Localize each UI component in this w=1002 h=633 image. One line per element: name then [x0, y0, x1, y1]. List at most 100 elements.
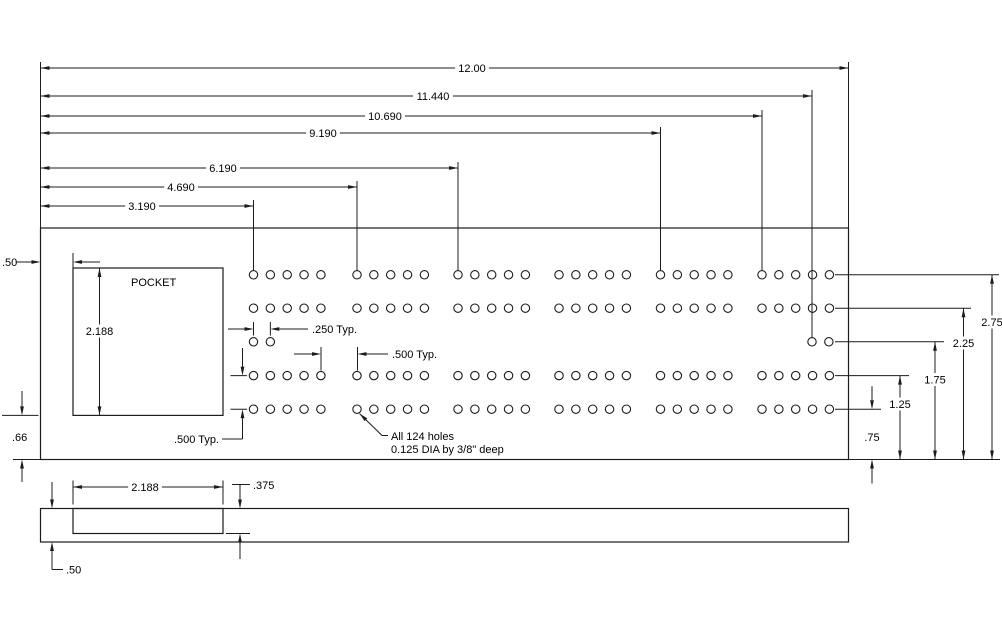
- hole: [265, 270, 276, 280]
- hole: [723, 404, 733, 414]
- dim-value-top: 9.190: [309, 128, 337, 140]
- hole: [402, 404, 413, 414]
- hole: [282, 303, 292, 313]
- dim-value-top: 3.190: [128, 201, 156, 213]
- arrowhead: [839, 66, 849, 70]
- hole: [604, 270, 615, 280]
- arrowhead: [40, 114, 50, 118]
- hole: [265, 404, 276, 414]
- hole: [790, 370, 801, 381]
- hole: [723, 370, 733, 381]
- hole: [369, 370, 379, 381]
- hole: [554, 404, 564, 414]
- leader-line: [359, 413, 388, 436]
- hole: [352, 270, 362, 280]
- dim-value-left: .50: [2, 257, 17, 269]
- hole: [757, 270, 767, 280]
- hole: [453, 404, 463, 414]
- holes-note-line1: All 124 holes: [391, 431, 454, 443]
- hole: [655, 404, 666, 414]
- hole: [316, 404, 326, 414]
- hole: [587, 303, 598, 313]
- hole: [706, 270, 716, 280]
- hole: [520, 303, 531, 313]
- arrowhead: [214, 485, 223, 489]
- hole: [757, 404, 767, 414]
- hole: [587, 404, 598, 414]
- arrowhead: [40, 66, 50, 70]
- hole: [402, 303, 413, 313]
- dim-text-mask: [861, 430, 883, 444]
- hole: [402, 370, 413, 381]
- hole: [604, 370, 615, 381]
- dim-value-top: 11.440: [417, 91, 450, 103]
- dim-value-top: 4.690: [167, 182, 195, 194]
- hole: [689, 404, 699, 414]
- hole: [723, 303, 733, 313]
- hole: [299, 370, 309, 381]
- dim-value-right: .75: [864, 432, 879, 444]
- dim-value-pocket-depth: .375: [253, 480, 274, 492]
- hole: [453, 270, 463, 280]
- hole: [672, 303, 683, 313]
- hole: [248, 303, 259, 313]
- arrowhead: [40, 204, 50, 208]
- dim-text-mask: [921, 373, 949, 386]
- hole: [299, 270, 309, 280]
- hole: [723, 270, 733, 280]
- arrowhead: [449, 166, 458, 170]
- hole: [587, 370, 598, 381]
- hole: [621, 270, 632, 280]
- arrowhead: [20, 459, 24, 469]
- dim-value-left: .66: [12, 432, 27, 444]
- hole: [419, 404, 430, 414]
- hole: [689, 303, 699, 313]
- arrowhead: [40, 94, 50, 98]
- dim-text-mask: [886, 397, 914, 411]
- arrowhead: [357, 352, 367, 356]
- arrowhead: [240, 366, 245, 376]
- arrowhead: [50, 542, 54, 551]
- hole: [655, 370, 666, 381]
- hole: [621, 370, 632, 381]
- hole: [503, 303, 514, 313]
- hole: [486, 404, 497, 414]
- hole: [689, 370, 699, 381]
- arrowhead: [238, 499, 242, 509]
- hole: [520, 370, 531, 381]
- arrowhead: [97, 268, 102, 277]
- hole: [299, 404, 309, 414]
- dim-value-right: 2.75: [981, 317, 1002, 329]
- arrowhead: [961, 308, 966, 318]
- dim-text-mask: [164, 180, 198, 194]
- hole: [689, 270, 699, 280]
- hole: [554, 270, 564, 280]
- hole: [824, 270, 835, 280]
- hole: [757, 370, 767, 381]
- arrowhead: [244, 327, 254, 331]
- hole: [352, 370, 362, 381]
- hole: [571, 404, 581, 414]
- hole: [299, 303, 309, 313]
- hole: [520, 404, 531, 414]
- hole: [282, 370, 292, 381]
- hole: [385, 370, 396, 381]
- hole: [824, 370, 835, 381]
- hole: [352, 404, 362, 414]
- hole: [672, 270, 683, 280]
- arrowhead: [238, 533, 242, 543]
- dim-value-right: 2.25: [953, 338, 974, 350]
- hole: [621, 303, 632, 313]
- hole: [790, 303, 801, 313]
- dim-text-mask: [206, 161, 240, 175]
- arrowhead: [40, 166, 50, 170]
- hole: [248, 270, 259, 280]
- hole: [706, 303, 716, 313]
- hole: [587, 270, 598, 280]
- hole: [571, 303, 581, 313]
- dim-value-row-spacing: .500 Typ.: [174, 434, 219, 446]
- arrowhead: [312, 352, 321, 356]
- dim-text-mask: [82, 324, 117, 338]
- hole: [419, 303, 430, 313]
- dim-value-right: 1.75: [924, 375, 945, 387]
